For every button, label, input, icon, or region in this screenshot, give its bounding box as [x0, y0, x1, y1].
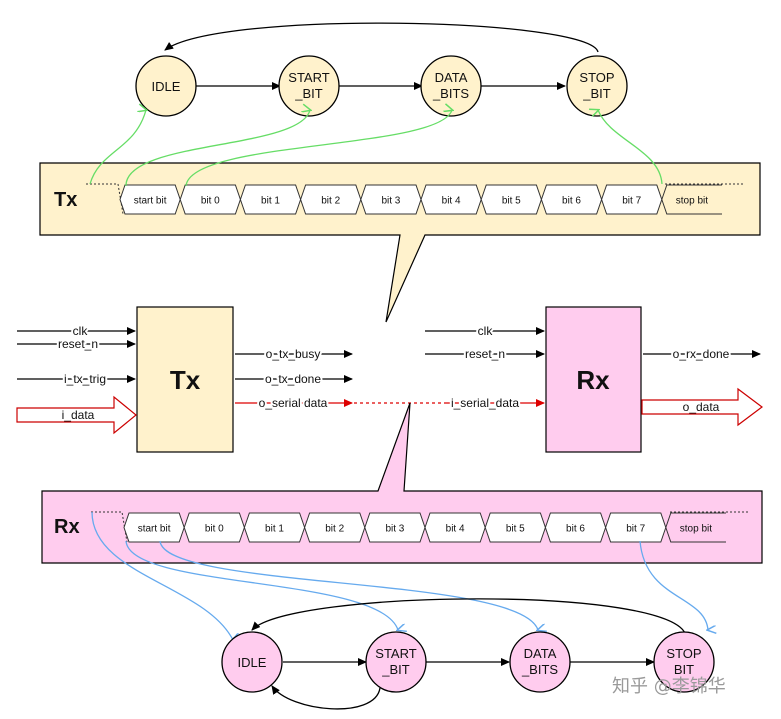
- tx-input-reset-n: reset_n: [58, 337, 98, 351]
- tx-arrow-to-idle: [89, 110, 146, 185]
- rx-state-stop-bit: STOP BIT: [653, 631, 715, 693]
- tx-arrow-to-start: [125, 110, 310, 187]
- tx-arrow-to-data: [185, 110, 452, 187]
- tx-state-start-bit: START _BIT: [278, 55, 340, 117]
- tx-input-clk: clk: [73, 324, 89, 338]
- rx-bit-label-3: bit 2: [325, 524, 344, 535]
- rx-arrow-to-stop: [639, 540, 708, 630]
- tx-state-data-label-1: DATA: [435, 70, 468, 85]
- rx-state-stop-label-1: STOP: [666, 646, 701, 661]
- rx-state-data-label-1: DATA: [524, 646, 557, 661]
- tx-input-i-tx-trig: i_tx_trig: [64, 372, 106, 386]
- tx-bit-label-8: bit 7: [622, 196, 641, 207]
- tx-bit-label-3: bit 2: [321, 196, 340, 207]
- tx-state-stop-label-1: STOP: [579, 70, 614, 85]
- tx-bit-label-0: start bit: [134, 196, 167, 207]
- tx-output-o-tx-done: o_tx_done: [265, 372, 321, 386]
- tx-input-i-data: i_data: [62, 408, 95, 422]
- rx-output-o-rx-done: o_rx_done: [673, 347, 730, 361]
- rx-output-o-data: o_data: [683, 400, 720, 414]
- tx-stop-to-idle-arrow: [164, 22, 599, 53]
- tx-bit-label-1: bit 0: [201, 196, 220, 207]
- rx-bit-label-4: bit 3: [385, 524, 404, 535]
- rx-arrow-to-data: [159, 540, 538, 630]
- rx-bit-frames: start bit bit 0 bit 1 bit 2 bit 3 bit 4 bit 5 b…: [123, 512, 726, 543]
- tx-state-stop-bit: STOP _BIT: [566, 55, 628, 117]
- rx-start-to-idle-arrow: [271, 685, 381, 710]
- tx-bit-label-2: bit 1: [261, 196, 280, 207]
- tx-module-title: Tx: [170, 365, 201, 395]
- rx-bit-label-5: bit 4: [446, 524, 465, 535]
- tx-state-machine: IDLE START _BIT DATA _BITS STOP _BIT: [135, 22, 628, 117]
- tx-state-start-label-1: START: [288, 70, 329, 85]
- rx-input-i-serial-data: i_serial_data: [451, 396, 519, 410]
- rx-state-start-label-2: _BIT: [381, 662, 410, 677]
- tx-state-start-label-2: _BIT: [294, 86, 323, 101]
- rx-bit-label-8: bit 7: [626, 524, 645, 535]
- rx-bit-label-0: start bit: [138, 524, 171, 535]
- rx-state-start-bit: START _BIT: [365, 631, 427, 693]
- watermark: 知乎 @李锦华: [612, 676, 726, 697]
- rx-state-stop-label-2: BIT: [674, 662, 694, 677]
- rx-bit-label-9: stop bit: [680, 524, 712, 535]
- rx-input-reset-n: reset_n: [465, 347, 505, 361]
- rx-bit-frame-9: [665, 512, 726, 543]
- rx-stop-to-idle-arrow: [251, 598, 687, 637]
- rx-state-idle-label: IDLE: [238, 655, 267, 670]
- rx-block: Rx clk reset_n i_serial_data o_rx_done o…: [425, 306, 763, 453]
- tx-bit-frames: start bit bit 0 bit 1 bit 2 bit 3 bit 4 bit 5 b…: [119, 184, 722, 215]
- rx-bit-label-6: bit 5: [506, 524, 525, 535]
- rx-bit-label-2: bit 1: [265, 524, 284, 535]
- tx-output-o-serial-data: o_serial data: [259, 396, 328, 410]
- tx-state-stop-label-2: _BIT: [582, 86, 611, 101]
- rx-state-data-bits: DATA _BITS: [509, 631, 571, 693]
- rx-module-box: [545, 306, 642, 453]
- tx-data-bus-arrow: [16, 395, 137, 435]
- tx-bit-label-9: stop bit: [676, 196, 708, 207]
- tx-bit-label-4: bit 3: [381, 196, 400, 207]
- rx-timing-panel: Rx start bit bit 0 bit 1 bit 2 bit 3 bit 4 bit…: [41, 402, 763, 640]
- tx-state-idle-label: IDLE: [152, 79, 181, 94]
- rx-bit-label-1: bit 0: [205, 524, 224, 535]
- tx-bit-frame-9: [661, 184, 722, 215]
- tx-state-data-label-2: _BITS: [432, 86, 469, 101]
- rx-arrow-to-start: [125, 540, 398, 630]
- tx-state-idle: IDLE: [135, 55, 197, 117]
- rx-state-idle: IDLE: [221, 631, 283, 693]
- tx-bit-label-7: bit 6: [562, 196, 581, 207]
- rx-data-bus-arrow: [641, 387, 763, 427]
- tx-arrow-to-stop: [598, 110, 663, 185]
- tx-state-data-bits: DATA _BITS: [420, 55, 482, 117]
- tx-timing-panel: Tx start bit bit 0 bit 1 bit 2 bit 3 bit 4 bit…: [39, 110, 761, 323]
- tx-bit-label-6: bit 5: [502, 196, 521, 207]
- rx-module-title: Rx: [576, 365, 610, 395]
- rx-timing-title: Rx: [54, 516, 80, 538]
- rx-bit-label-7: bit 6: [566, 524, 585, 535]
- tx-timing-title: Tx: [54, 189, 77, 211]
- tx-block: Tx clk reset_n i_tx_trig i_data o_tx_bus…: [16, 306, 445, 453]
- rx-arrow-to-idle: [91, 511, 233, 640]
- tx-output-o-tx-busy: o_tx_busy: [266, 347, 321, 361]
- tx-bit-label-5: bit 4: [442, 196, 461, 207]
- rx-state-machine: IDLE START _BIT DATA _BITS STOP BIT: [221, 598, 715, 710]
- rx-state-data-label-2: _BITS: [521, 662, 558, 677]
- tx-module-box: [136, 306, 234, 453]
- rx-input-clk: clk: [478, 324, 494, 338]
- rx-state-start-label-1: START: [375, 646, 416, 661]
